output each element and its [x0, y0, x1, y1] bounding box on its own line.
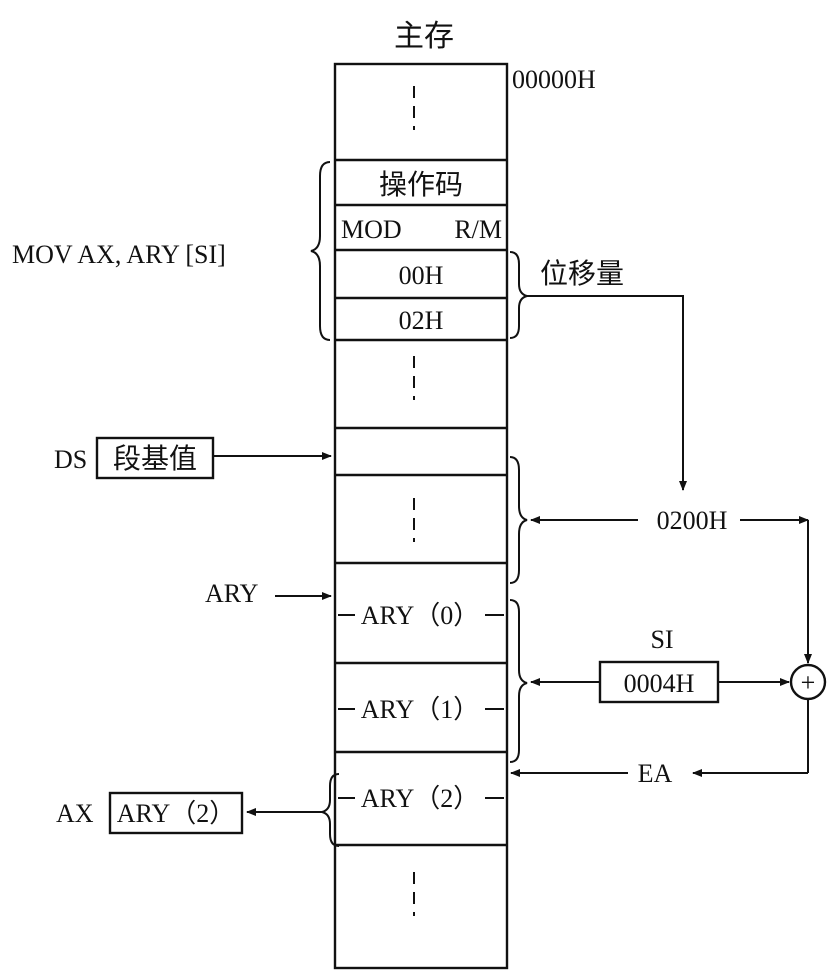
cell-ary1: ARY（1）	[338, 695, 504, 724]
ds-box	[95, 436, 215, 480]
ax-box	[108, 791, 244, 835]
cell-ary2-label: ARY（2）	[361, 784, 479, 813]
displacement-label: 位移量	[540, 258, 624, 290]
si-value: 0004H	[624, 669, 695, 698]
cell-ary0-label: ARY（0）	[361, 601, 479, 630]
memory-column	[333, 62, 509, 970]
displacement-brace	[509, 251, 528, 339]
ds-label: DS	[54, 445, 87, 474]
ax-brace	[321, 773, 340, 847]
si-label: SI	[650, 625, 673, 654]
cell-disp-high: 02H	[399, 306, 444, 335]
offset-value: 0200H	[657, 506, 728, 535]
adder-symbol: +	[801, 668, 816, 697]
ea-label: EA	[638, 759, 673, 788]
ds-box-text: 段基值	[113, 443, 197, 475]
start-address: 00000H	[512, 65, 596, 94]
ary-pointer-label: ARY	[205, 579, 259, 608]
si-brace	[509, 599, 528, 763]
instruction-brace	[310, 161, 331, 341]
cell-ary1-label: ARY（1）	[361, 695, 479, 724]
offset-brace	[509, 456, 528, 584]
cell-rm: R/M	[454, 215, 502, 244]
memory-title: 主存	[394, 20, 454, 53]
cell-ary0: ARY（0）	[338, 601, 504, 630]
instruction-text: MOV AX, ARY [SI]	[12, 240, 226, 269]
cell-mod: MOD	[341, 215, 402, 244]
displacement-arrow	[527, 295, 687, 491]
cell-opcode: 操作码	[379, 169, 463, 201]
cell-ary2: ARY（2）	[338, 784, 504, 813]
ax-label: AX	[56, 799, 94, 828]
cell-disp-low: 00H	[399, 261, 444, 290]
ax-box-text: ARY（2）	[117, 799, 235, 828]
